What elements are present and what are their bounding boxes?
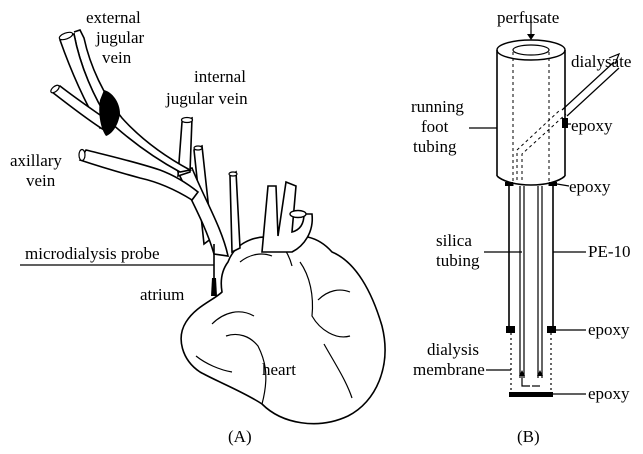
label-heart: heart (262, 360, 296, 379)
label-silica-1: silica (436, 231, 472, 250)
aorta (262, 182, 312, 252)
label-dialysis-2: membrane (413, 360, 485, 379)
label-dialysate: dialysate (571, 52, 631, 71)
label-epoxy-2: epoxy (569, 177, 611, 196)
label-microdialysis-probe: microdialysis probe (25, 244, 160, 263)
label-external-jugular-1: external (86, 8, 141, 27)
label-silica-2: tubing (436, 251, 480, 270)
label-external-jugular-2: jugular (95, 28, 144, 47)
label-axillary-1: axillary (10, 151, 62, 170)
probe-tip (211, 278, 217, 296)
label-internal-jugular-1: internal (194, 67, 246, 86)
label-axillary-2: vein (26, 171, 56, 190)
label-dialysis-1: dialysis (427, 340, 479, 359)
label-epoxy-4: epoxy (588, 384, 630, 403)
label-atrium: atrium (140, 285, 184, 304)
label-external-jugular-3: vein (102, 48, 132, 67)
label-internal-jugular-2: jugular vein (165, 89, 248, 108)
label-running-1: running (411, 97, 464, 116)
label-epoxy-3: epoxy (588, 320, 630, 339)
heart-body (181, 236, 385, 424)
label-running-3: tubing (413, 137, 457, 156)
caption-a: (A) (228, 427, 252, 446)
label-pe10: PE-10 (588, 242, 631, 261)
probe-schematic (497, 20, 619, 397)
label-perfusate: perfusate (497, 8, 559, 27)
label-running-2: foot (421, 117, 449, 136)
label-epoxy-1: epoxy (571, 116, 613, 135)
caption-b: (B) (517, 427, 540, 446)
